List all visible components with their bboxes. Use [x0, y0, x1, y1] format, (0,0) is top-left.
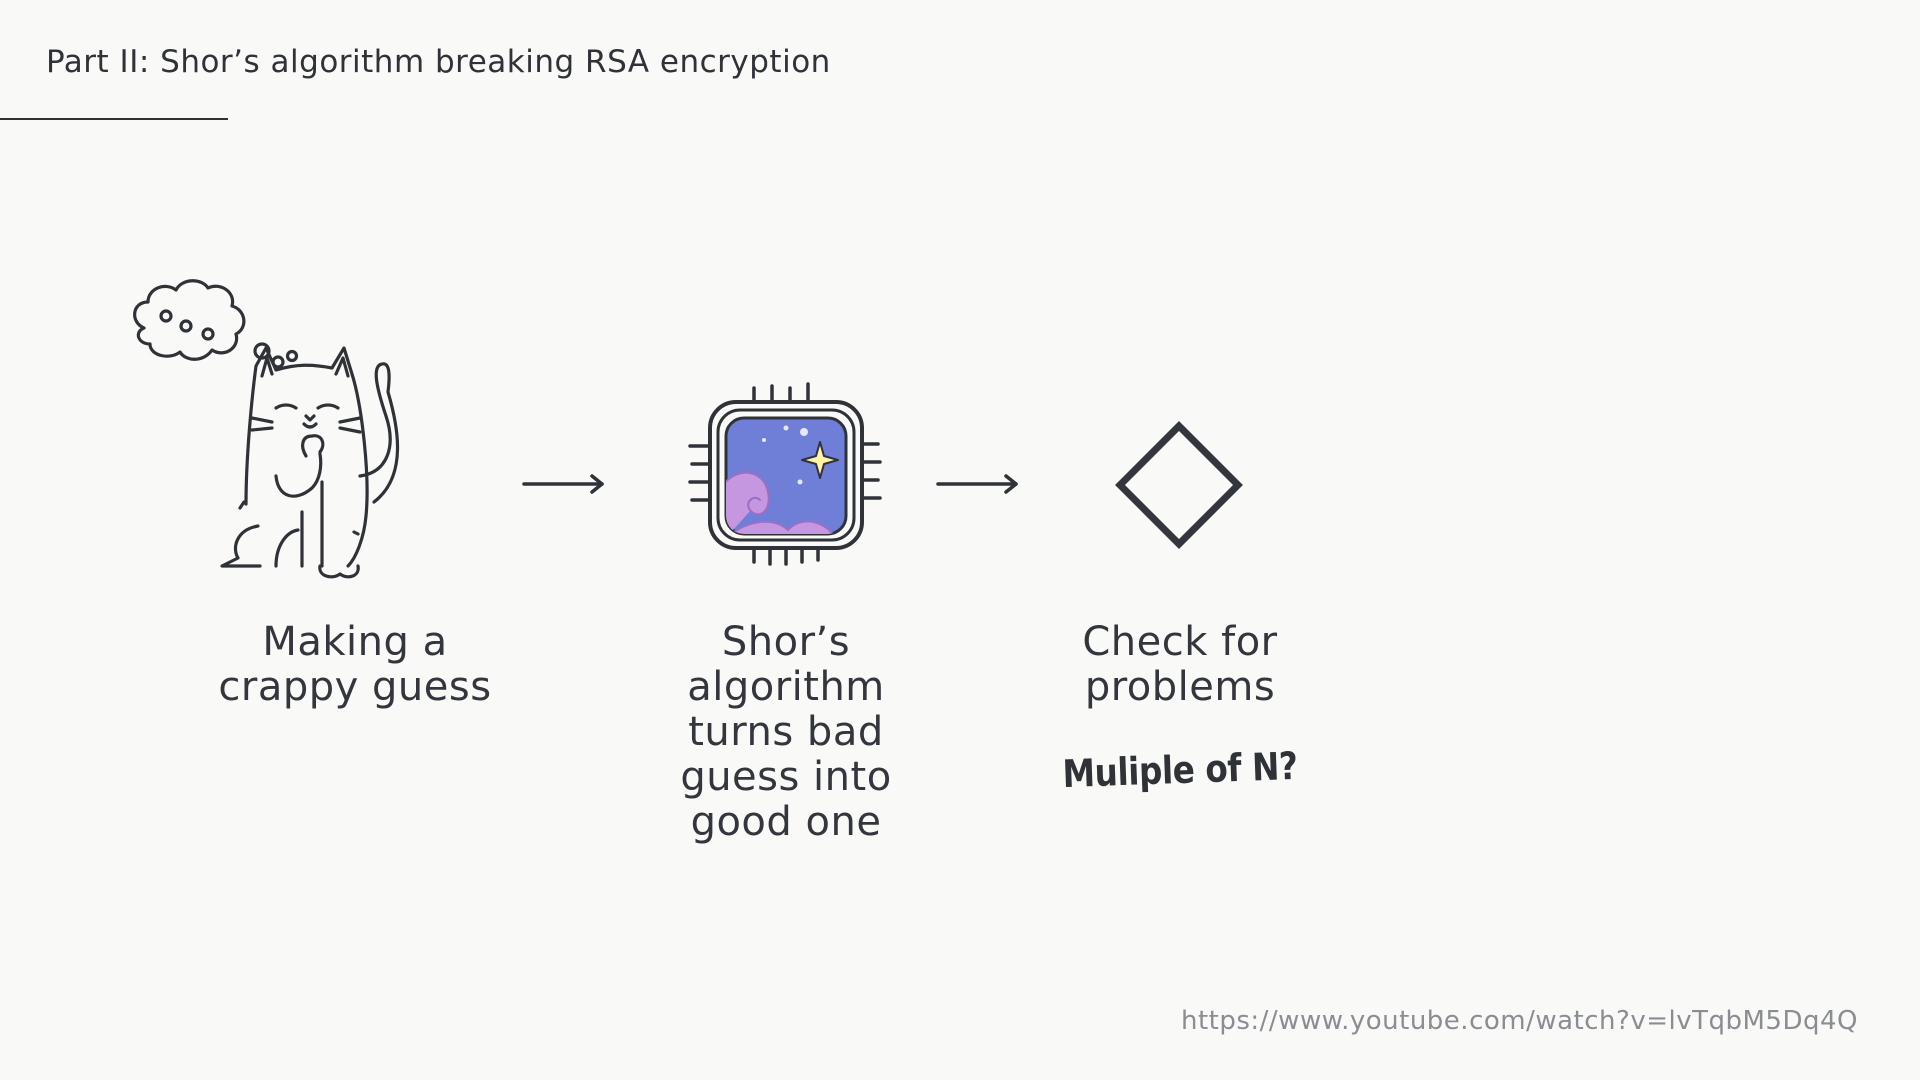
title-underline — [0, 118, 228, 120]
step-label-guess: Making a crappy guess — [218, 619, 492, 710]
step-label-shor: Shor’s algorithm turns bad guess into go… — [680, 619, 892, 845]
arrow-right-icon — [936, 474, 1018, 494]
arrow-right-icon — [522, 474, 604, 494]
thinking-cat-icon — [133, 279, 400, 579]
quantum-chip-icon — [688, 382, 882, 566]
slide-title: Part II: Shor’s algorithm breaking RSA e… — [46, 44, 831, 80]
source-url[interactable]: https://www.youtube.com/watch?v=lvTqbM5D… — [1180, 1006, 1858, 1036]
diamond-decision-icon — [1115, 421, 1243, 549]
handwritten-note: Muliple of N? — [1061, 743, 1299, 797]
step-label-check: Check for problems — [1082, 619, 1278, 710]
